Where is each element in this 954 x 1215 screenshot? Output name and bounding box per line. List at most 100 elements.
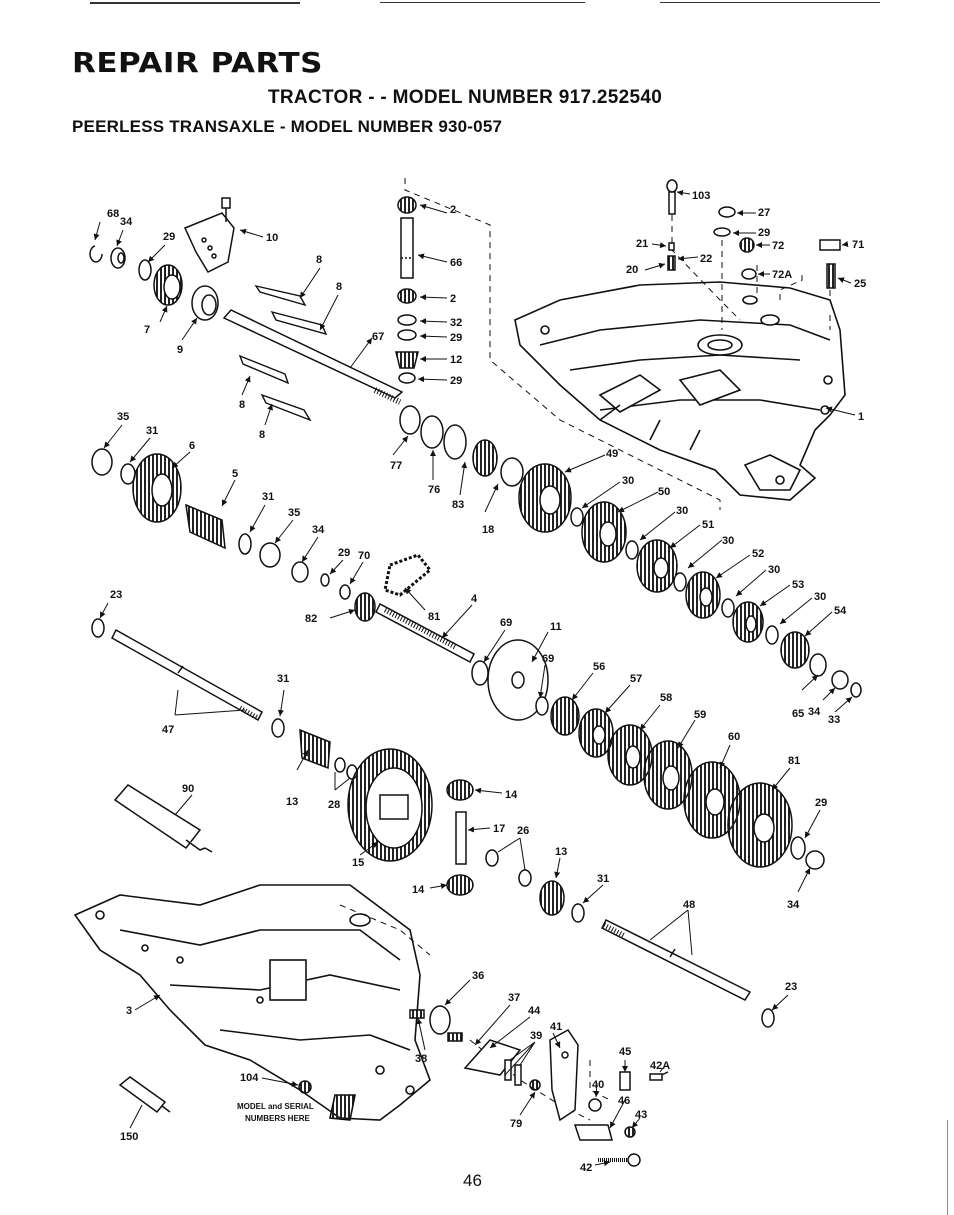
bevel-pinion-5	[185, 503, 226, 550]
callout-15: 15	[352, 857, 364, 869]
nut-104	[298, 1080, 312, 1094]
sprocket-7	[153, 264, 183, 306]
callout-36: 36	[472, 970, 484, 982]
callout-8: 8	[336, 281, 342, 293]
callout-4: 4	[471, 593, 478, 605]
callout-2: 2	[450, 204, 456, 216]
callout-81: 81	[788, 755, 800, 767]
washers-collars-left	[238, 533, 351, 600]
callout-29: 29	[163, 231, 175, 243]
model-serial-note-line1: MODEL and SERIAL	[237, 1102, 314, 1111]
cross-shaft-17	[455, 811, 467, 865]
callout-1: 1	[858, 411, 864, 423]
bevel-gear-13-left	[299, 728, 358, 780]
callout-54: 54	[834, 605, 847, 617]
callout-79: 79	[510, 1118, 522, 1130]
callout-30: 30	[722, 535, 734, 547]
callout-65: 65	[792, 708, 804, 720]
brake-assembly	[409, 1005, 669, 1167]
vertical-shaft-stack	[395, 196, 419, 384]
callout-leaders	[93, 189, 856, 1167]
callout-38: 38	[415, 1053, 427, 1065]
callout-30: 30	[814, 591, 826, 603]
chain-81	[383, 553, 433, 597]
callout-18: 18	[482, 524, 494, 536]
callout-26: 26	[517, 825, 529, 837]
scan-top-rule	[380, 2, 585, 3]
callout-59: 59	[694, 709, 706, 721]
dashed-guides-top	[404, 178, 831, 510]
callout-77: 77	[390, 460, 402, 472]
callout-8: 8	[259, 429, 265, 441]
callout-49: 49	[606, 448, 618, 460]
callout-50: 50	[658, 486, 670, 498]
callout-42: 42	[580, 1162, 592, 1174]
callout-30: 30	[768, 564, 780, 576]
gear-6	[132, 453, 182, 523]
callout-39: 39	[530, 1030, 542, 1042]
shifter-keys-8	[238, 284, 328, 422]
callout-34: 34	[120, 216, 133, 228]
shift-lever-bracket-10	[183, 197, 235, 273]
callout-40: 40	[592, 1079, 604, 1091]
callout-30: 30	[676, 505, 688, 517]
callout-150: 150	[120, 1131, 138, 1143]
shifter-shaft-67	[222, 309, 404, 405]
callout-34: 34	[808, 706, 821, 718]
upper-housing	[514, 281, 846, 501]
callout-43: 43	[635, 1109, 647, 1121]
scan-top-rule	[660, 2, 880, 3]
callout-35: 35	[117, 411, 129, 423]
scan-edge-rule	[947, 1120, 948, 1215]
callout-68: 68	[107, 208, 119, 220]
callout-23: 23	[110, 589, 122, 601]
callout-10: 10	[266, 232, 278, 244]
tractor-model-subtitle: TRACTOR - - MODEL NUMBER 917.252540	[268, 87, 663, 108]
callout-23: 23	[785, 981, 797, 993]
callout-69: 69	[500, 617, 512, 629]
callout-6: 6	[189, 440, 195, 452]
callout-29: 29	[450, 332, 462, 344]
callout-83: 83	[452, 499, 464, 511]
top-right-hardware	[666, 179, 841, 289]
callout-69: 69	[542, 653, 554, 665]
callout-44: 44	[528, 1005, 541, 1017]
sprocket-82	[354, 592, 376, 622]
callout-29: 29	[338, 547, 350, 559]
callout-31: 31	[262, 491, 274, 503]
callout-72A: 72A	[772, 269, 792, 281]
thrust-washers-26	[485, 849, 532, 887]
callout-32: 32	[450, 317, 462, 329]
callout-82: 82	[305, 613, 317, 625]
callout-104: 104	[240, 1072, 259, 1084]
callout-52: 52	[752, 548, 764, 560]
callout-90: 90	[182, 783, 194, 795]
callout-103: 103	[692, 190, 710, 202]
callout-60: 60	[728, 731, 740, 743]
callout-29: 29	[815, 797, 827, 809]
lower-housing	[73, 884, 431, 1121]
callout-31: 31	[277, 673, 289, 685]
callout-53: 53	[792, 579, 804, 591]
callout-47: 47	[162, 724, 174, 736]
callout-35: 35	[288, 507, 300, 519]
callout-29: 29	[450, 375, 462, 387]
page-number: 46	[463, 1171, 482, 1190]
callout-12: 12	[450, 354, 462, 366]
model-serial-note-line2: NUMBERS HERE	[245, 1114, 311, 1123]
callout-30: 30	[622, 475, 634, 487]
callout-14: 14	[505, 789, 518, 801]
transaxle-model-subtitle: PEERLESS TRANSAXLE - MODEL NUMBER 930-05…	[72, 117, 503, 136]
callout-46: 46	[618, 1095, 630, 1107]
callout-34: 34	[787, 899, 800, 911]
callout-37: 37	[508, 992, 520, 1004]
callout-13: 13	[555, 846, 567, 858]
callout-5: 5	[232, 468, 238, 480]
callout-70: 70	[358, 550, 370, 562]
callout-7: 7	[144, 324, 150, 336]
callout-31: 31	[146, 425, 158, 437]
callout-8: 8	[239, 399, 245, 411]
callout-42A: 42A	[650, 1060, 670, 1072]
collar-35-washer-31	[91, 448, 136, 485]
